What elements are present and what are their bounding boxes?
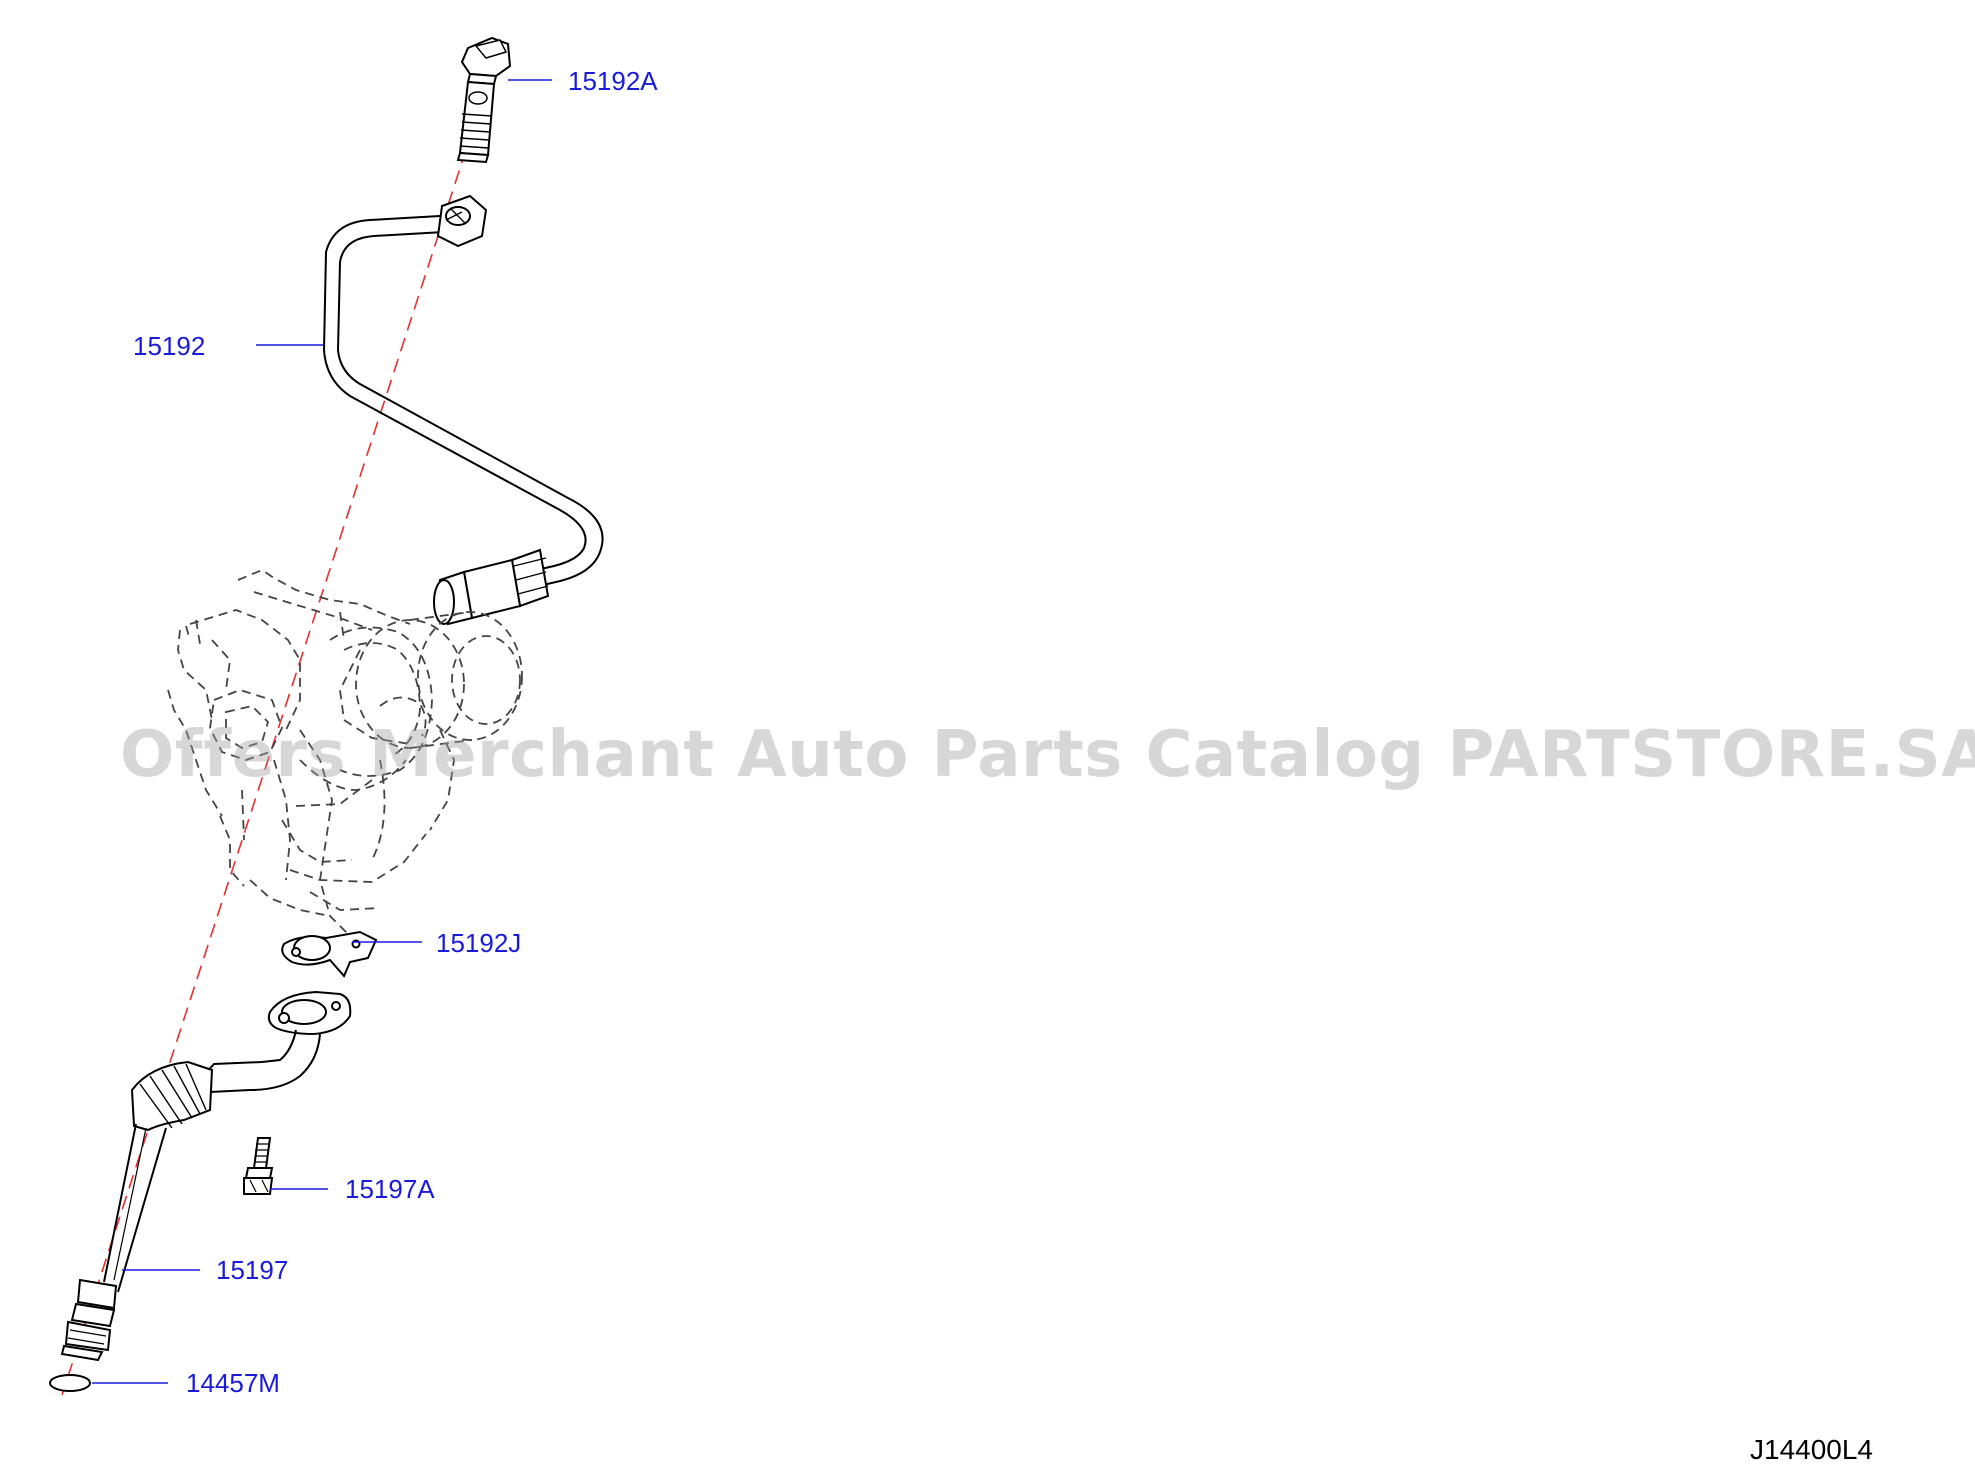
gasket-14457M: [49, 1374, 91, 1392]
oil-feed-tube-15192: [322, 194, 604, 626]
leader-lines: [92, 79, 552, 1384]
diagram-code: J14400L4: [1750, 1434, 1874, 1465]
callout-label-14457M: 14457M: [186, 1368, 280, 1398]
callout-label-15192J: 15192J: [436, 928, 522, 958]
callout-label-15192: 15192: [133, 331, 206, 361]
assembly-centerline: [61, 44, 501, 1396]
turbocharger-ghost: [167, 568, 523, 939]
callout-label-15192A: 15192A: [568, 66, 658, 96]
banjo-bolt-15192A: [456, 36, 512, 164]
bolt-15197A: [243, 1137, 274, 1195]
callout-label-15197: 15197: [216, 1255, 289, 1285]
gasket-15192J: [281, 930, 378, 978]
watermark-text: Offers Merchant Auto Parts Catalog PARTS…: [120, 718, 1975, 792]
oil-return-tube-15197: [60, 990, 352, 1362]
callout-label-15197A: 15197A: [345, 1174, 435, 1204]
